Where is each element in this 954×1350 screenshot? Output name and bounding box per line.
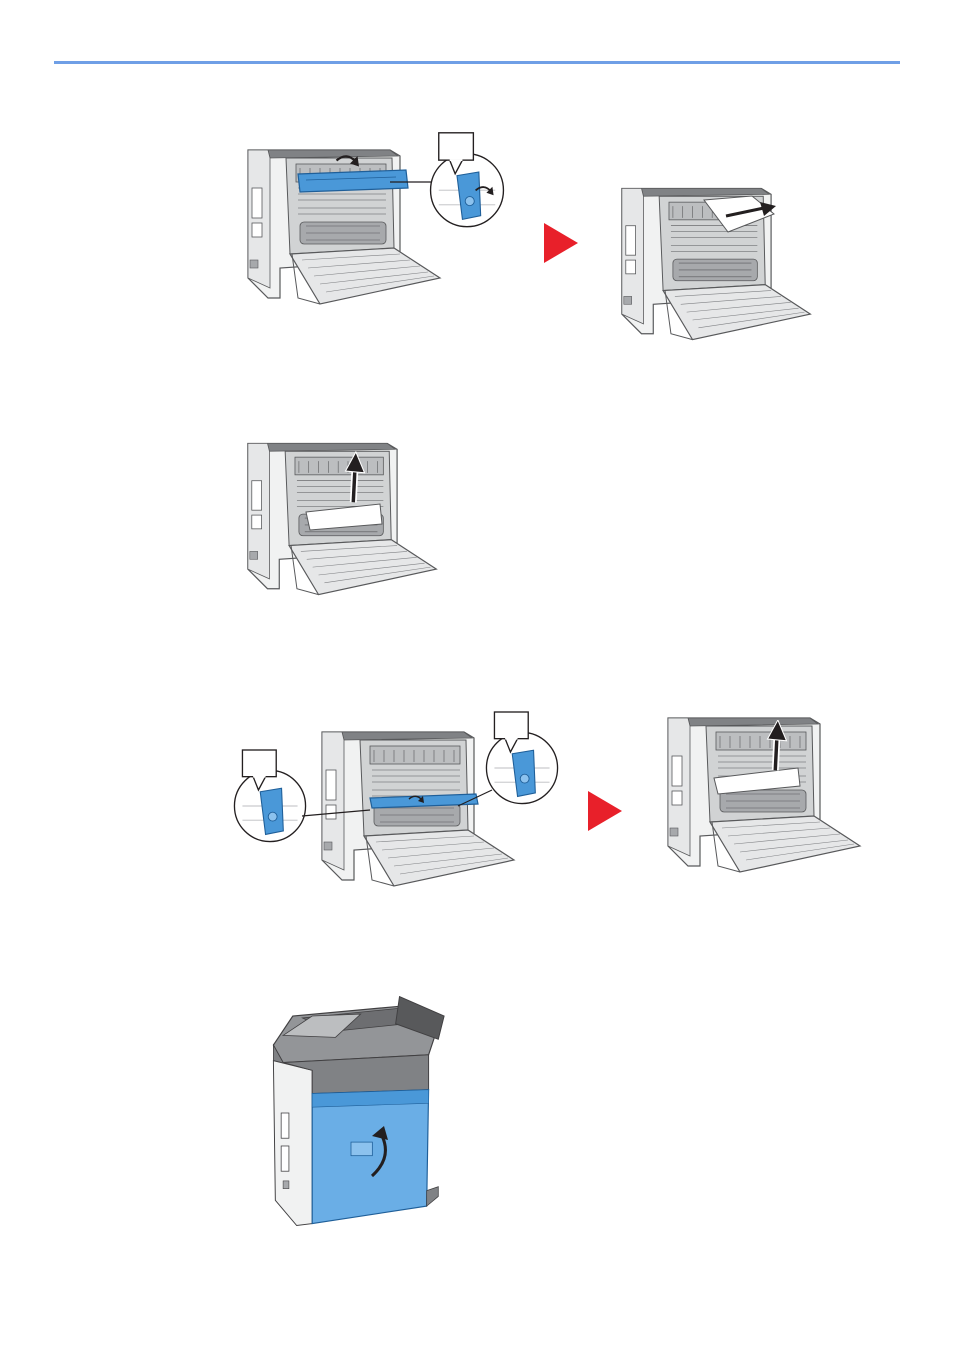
page-top-rule xyxy=(54,61,900,64)
up-arrow-icon xyxy=(764,720,790,772)
callout-pointers xyxy=(301,789,493,817)
fig-pull-paper-up xyxy=(240,440,456,600)
duplex-lever-highlight xyxy=(369,793,479,809)
fig-remove-paper-duplex xyxy=(660,716,880,876)
fig-remove-paper-fuser xyxy=(614,186,830,344)
step-arrow-icon xyxy=(588,791,622,831)
printer-front-illustration xyxy=(254,996,448,1230)
fig-release-levers xyxy=(230,708,570,892)
rotate-arrow-icon xyxy=(472,182,496,206)
paper-sheet-icon xyxy=(713,767,801,795)
up-arrow-icon xyxy=(342,450,368,506)
fig-close-rear-cover xyxy=(254,996,448,1232)
paper-sheet-icon xyxy=(305,503,383,531)
fig-open-fuser-cover xyxy=(240,128,510,304)
rotate-arrow-icon xyxy=(332,150,362,180)
paper-sheet-icon xyxy=(703,195,776,233)
rotate-arrow-icon xyxy=(370,1126,388,1178)
fuser-cover-highlight xyxy=(297,169,409,193)
step-arrow-icon xyxy=(544,223,578,263)
